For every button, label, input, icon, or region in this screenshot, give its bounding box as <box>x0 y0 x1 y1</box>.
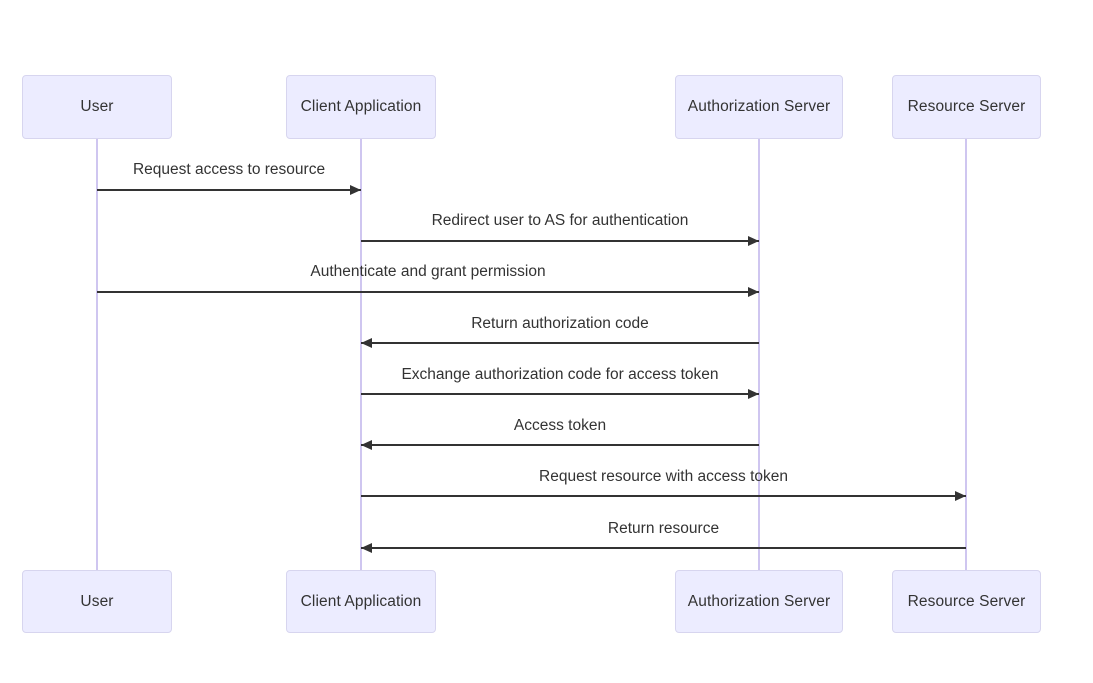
message-label-8: Return resource <box>607 520 720 537</box>
actor-label-client: Client Application <box>300 98 422 116</box>
lifeline-client <box>360 139 362 570</box>
arrow-head-left-6 <box>361 439 372 450</box>
actor-box-top-auth[interactable]: Authorization Server <box>675 75 843 139</box>
actor-label-resource: Resource Server <box>907 98 1026 116</box>
arrow-head-right-3 <box>748 286 759 297</box>
message-label-1: Request access to resource <box>132 161 326 178</box>
message-line-1 <box>97 189 361 191</box>
actor-label-auth: Authorization Server <box>687 592 831 610</box>
message-line-3 <box>97 291 759 293</box>
message-line-7 <box>361 495 966 497</box>
message-line-8 <box>361 547 966 549</box>
message-line-6 <box>361 444 759 446</box>
arrow-head-right-2 <box>748 235 759 246</box>
message-label-7: Request resource with access token <box>539 468 788 485</box>
lifeline-auth <box>758 139 760 570</box>
message-line-4 <box>361 342 759 344</box>
actor-box-bottom-resource[interactable]: Resource Server <box>892 570 1041 633</box>
message-label-2: Redirect user to AS for authentication <box>431 212 689 229</box>
actor-box-top-resource[interactable]: Resource Server <box>892 75 1041 139</box>
actor-box-bottom-client[interactable]: Client Application <box>286 570 436 633</box>
actor-label-user: User <box>80 592 114 610</box>
message-label-5: Exchange authorization code for access t… <box>401 366 719 383</box>
arrow-head-left-8 <box>361 542 372 553</box>
arrow-head-right-7 <box>955 490 966 501</box>
actor-label-auth: Authorization Server <box>687 98 831 116</box>
actor-box-top-user[interactable]: User <box>22 75 172 139</box>
actor-box-bottom-user[interactable]: User <box>22 570 172 633</box>
lifeline-resource <box>965 139 967 570</box>
actor-box-bottom-auth[interactable]: Authorization Server <box>675 570 843 633</box>
arrow-head-right-5 <box>748 388 759 399</box>
actor-label-resource: Resource Server <box>907 592 1026 610</box>
message-label-3: Authenticate and grant permission <box>310 263 546 280</box>
message-line-2 <box>361 240 759 242</box>
actor-label-user: User <box>80 98 114 116</box>
message-label-6: Access token <box>513 417 607 434</box>
lifeline-user <box>96 139 98 570</box>
actor-box-top-client[interactable]: Client Application <box>286 75 436 139</box>
arrow-head-left-4 <box>361 337 372 348</box>
actor-label-client: Client Application <box>300 592 422 610</box>
message-line-5 <box>361 393 759 395</box>
arrow-head-right-1 <box>350 184 361 195</box>
message-label-4: Return authorization code <box>471 315 649 332</box>
